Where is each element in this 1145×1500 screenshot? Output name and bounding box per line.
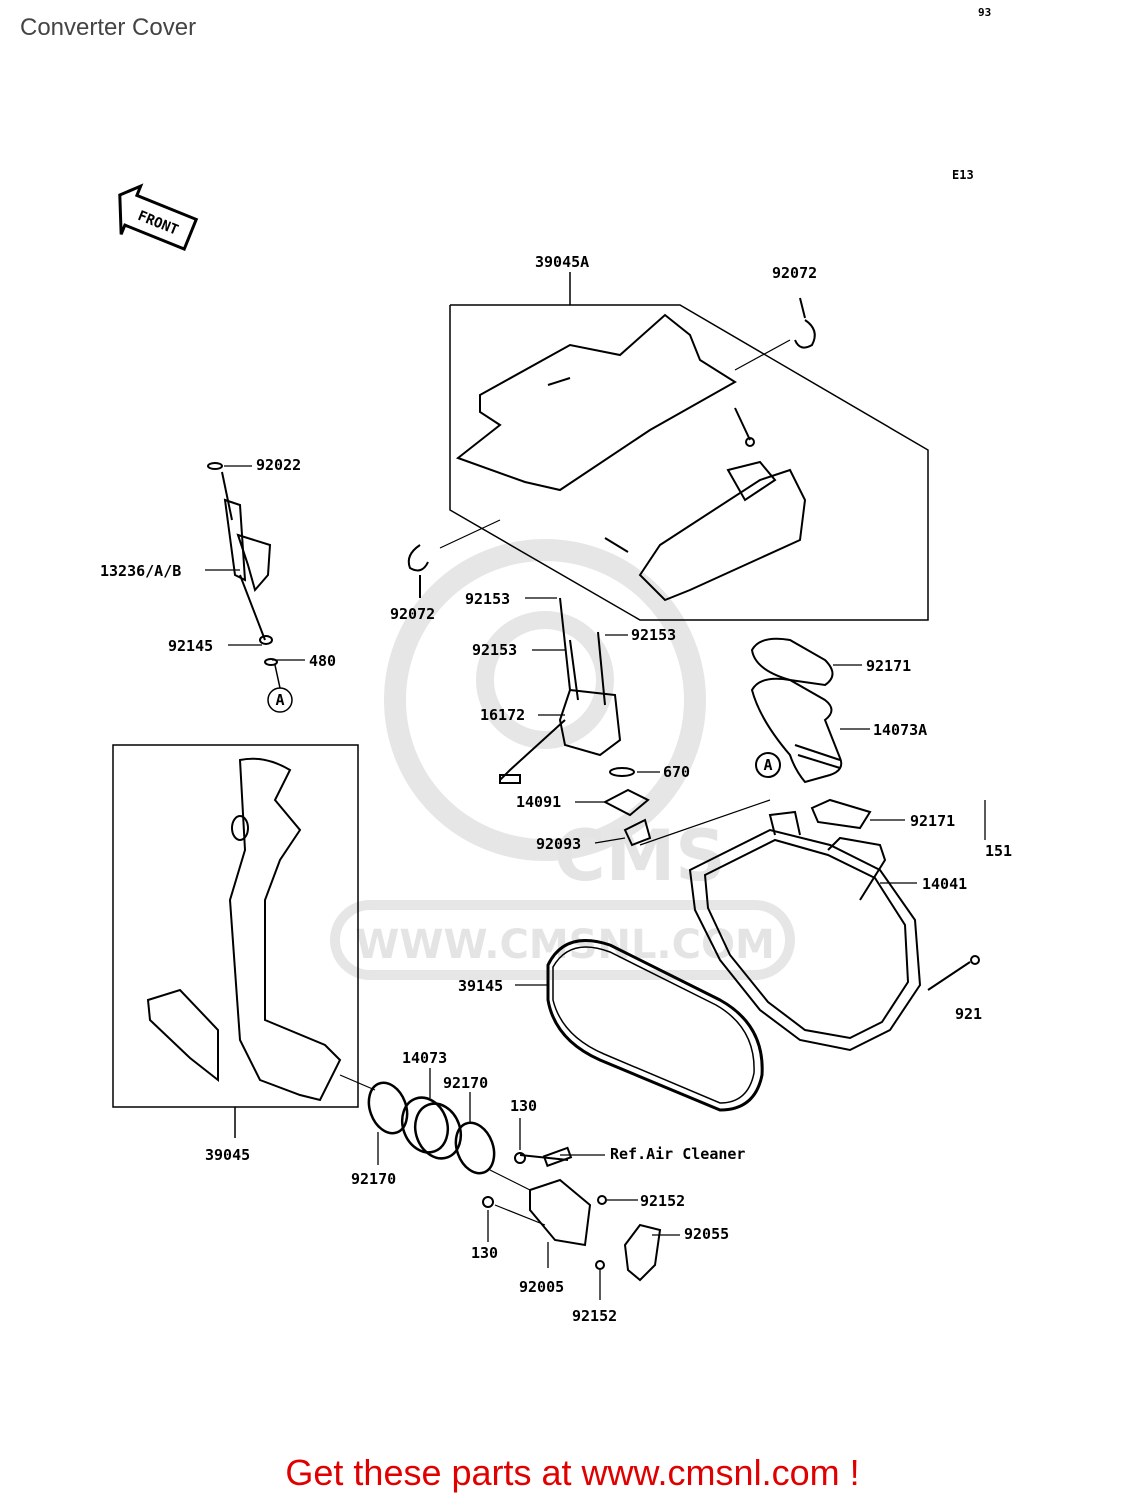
label-92170-a: 92170: [443, 1074, 488, 1092]
duct-14073a: [750, 637, 872, 830]
diagram-code: E13: [952, 168, 974, 182]
label-16172: 16172: [480, 706, 525, 724]
label-39045a: 39045A: [535, 253, 589, 271]
label-921-partial: 921: [955, 1005, 982, 1023]
ref-a-right-label: A: [763, 756, 772, 774]
label-92005: 92005: [519, 1278, 564, 1296]
gasket-92055: [623, 1223, 662, 1282]
insulator-plate: [455, 313, 737, 492]
actuator-16172: [499, 597, 622, 784]
label-480: 480: [309, 652, 336, 670]
label-151: 151: [985, 842, 1012, 860]
label-14091: 14091: [516, 793, 561, 811]
label-130-a: 130: [510, 1097, 537, 1115]
label-92171-bottom: 92171: [910, 812, 955, 830]
label-92171-top: 92171: [866, 657, 911, 675]
shift-lever-13236: [207, 462, 278, 666]
label-ref-air-cleaner: Ref.Air Cleaner: [610, 1145, 745, 1163]
duct-14073: [400, 1096, 463, 1160]
converter-cover-14041: [688, 752, 922, 1052]
group-box-39045a: [449, 272, 929, 621]
ref-a-left: A: [267, 664, 293, 713]
exploded-parts-diagram: CMS WWW.CMSNL.COM FRONT: [100, 183, 1012, 1325]
label-130-b: 130: [471, 1244, 498, 1262]
label-92152-a: 92152: [640, 1192, 685, 1210]
front-arrow-marker: FRONT: [118, 183, 199, 252]
promo-banner: Get these parts at www.cmsnl.com !: [285, 1452, 860, 1493]
label-670: 670: [663, 763, 690, 781]
oring-670: [609, 767, 635, 777]
leader-lines: [205, 465, 986, 1300]
intake-duct-39045: [146, 757, 376, 1102]
label-92093: 92093: [536, 835, 581, 853]
air-duct: [604, 407, 807, 602]
callout-labels: 39045A 92072 92022 13236/A/B 92072 92153…: [100, 253, 1012, 1325]
label-92145: 92145: [168, 637, 213, 655]
label-92072-left: 92072: [390, 605, 435, 623]
label-92152-b: 92152: [572, 1307, 617, 1325]
label-14073a: 14073A: [873, 721, 927, 739]
corner-code: 93: [978, 6, 992, 19]
gasket-92093: [623, 799, 771, 847]
ref-a-left-label: A: [275, 691, 284, 709]
clip-92072-left: [407, 519, 501, 598]
label-92022: 92022: [256, 456, 301, 474]
label-39045: 39045: [205, 1146, 250, 1164]
page-title: Converter Cover: [20, 14, 197, 41]
label-39145: 39145: [458, 977, 503, 995]
watermark-logo: CMS: [554, 815, 725, 897]
clamp-92170-a: [367, 1081, 409, 1135]
screw-right: [927, 955, 980, 991]
label-92153-c: 92153: [631, 626, 676, 644]
label-92072-top: 92072: [772, 264, 817, 282]
label-92153-a: 92153: [465, 590, 510, 608]
clamp-92170-b: [454, 1121, 531, 1191]
label-14073: 14073: [402, 1049, 447, 1067]
label-13236: 13236/A/B: [100, 562, 181, 580]
clip-92072-top: [734, 297, 816, 371]
holder-14091: [602, 788, 650, 817]
group-box-39045: [112, 744, 359, 1138]
seal-39145: [546, 939, 764, 1112]
ref-a-right: A: [763, 756, 772, 774]
label-14041: 14041: [922, 875, 967, 893]
bracket-92005: [482, 1146, 607, 1270]
label-92055: 92055: [684, 1225, 729, 1243]
label-92170-b: 92170: [351, 1170, 396, 1188]
label-92153-b: 92153: [472, 641, 517, 659]
